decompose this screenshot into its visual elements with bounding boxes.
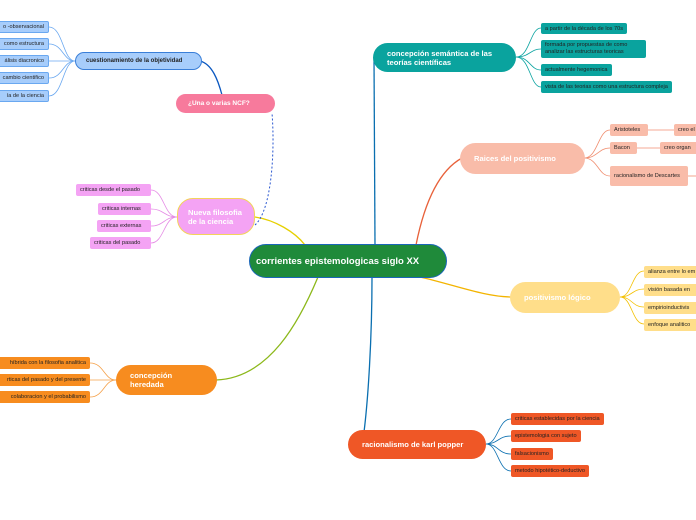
nueva-item[interactable]: criticas internas bbox=[98, 203, 151, 215]
branch-objetividad-label: cuestionamiento de la objetividad bbox=[86, 58, 183, 64]
raices-subitem[interactable]: creo organ bbox=[660, 142, 696, 154]
branch-heredada[interactable]: concepción heredada bbox=[116, 365, 217, 395]
link-root-nueva bbox=[254, 216, 306, 246]
branch-semantica[interactable]: concepción semántica de las teorías cien… bbox=[373, 43, 516, 72]
nueva-item[interactable]: criticas externas bbox=[97, 220, 151, 232]
branch-nueva[interactable]: Nueva filosofia de la ciencia bbox=[177, 198, 255, 235]
raices-item[interactable]: racionalismo de Descartes bbox=[610, 166, 688, 186]
link-root-logico bbox=[419, 276, 513, 298]
popper-item[interactable]: criticas establecidas por la ciencia bbox=[511, 413, 604, 425]
logico-item[interactable]: alianza entre lo em bbox=[644, 266, 696, 278]
branch-raices[interactable]: Raices del positivismo bbox=[460, 143, 585, 174]
nueva-item[interactable]: criticas del pasado bbox=[90, 237, 151, 249]
semantica-item[interactable]: actualmente hegemonica bbox=[541, 64, 612, 76]
link-root-heredada bbox=[215, 276, 319, 381]
raices-item[interactable]: Aristoteles bbox=[610, 124, 648, 136]
root-label: corrientes epistemologicas siglo XX bbox=[256, 255, 420, 267]
branch-objetividad[interactable]: cuestionamiento de la objetividad bbox=[75, 52, 202, 70]
link-root-popper bbox=[363, 276, 373, 433]
logico-item[interactable]: empirioinductivis bbox=[644, 302, 696, 314]
branch-logico[interactable]: positivismo lógico bbox=[510, 282, 620, 313]
raices-subitem[interactable]: creo el bbox=[674, 124, 696, 136]
logico-item[interactable]: enfoque analitico bbox=[644, 319, 696, 331]
link-root-raices bbox=[415, 157, 463, 246]
objetividad-item[interactable]: álisis diacronico bbox=[0, 55, 49, 67]
branch-ncf-label: ¿Una o varias NCF? bbox=[188, 100, 250, 107]
branch-logico-label: positivismo lógico bbox=[524, 293, 591, 302]
branch-ncf[interactable]: ¿Una o varias NCF? bbox=[176, 94, 275, 113]
objetividad-item[interactable]: como estructura bbox=[0, 38, 49, 50]
heredada-item[interactable]: híbrida con la filosofia analitica bbox=[0, 357, 90, 369]
popper-item[interactable]: falsacionismo bbox=[511, 448, 553, 460]
heredada-item[interactable]: rticas del pasado y del presente bbox=[0, 374, 90, 386]
link-ncf-objetividad bbox=[199, 60, 223, 96]
raices-item[interactable]: Bacon bbox=[610, 142, 637, 154]
heredada-item[interactable]: colaboracion y el probabilismo bbox=[0, 391, 90, 403]
root-node[interactable]: corrientes epistemologicas siglo XX bbox=[249, 244, 447, 278]
semantica-item[interactable]: a partir de la década de los 70s bbox=[541, 23, 628, 34]
logico-item[interactable]: visión basada en bbox=[644, 284, 696, 296]
branch-popper-label: racionalismo de karl popper bbox=[362, 440, 464, 449]
branch-popper[interactable]: racionalismo de karl popper bbox=[348, 430, 486, 459]
objetividad-item[interactable]: o -observacional bbox=[0, 21, 49, 33]
objetividad-item[interactable]: cambio cientifico bbox=[0, 72, 49, 84]
branch-semantica-label: concepción semántica de las teorías cien… bbox=[387, 48, 493, 67]
link-root-semantica bbox=[373, 56, 376, 246]
popper-item[interactable]: metodo hipotético-deductivo bbox=[511, 465, 589, 477]
nueva-item[interactable]: criticas desde el pasado bbox=[76, 184, 151, 196]
semantica-item[interactable]: vista de las teorias como una estructura… bbox=[541, 81, 672, 93]
semantica-item[interactable]: formada por propuestas de como analizar … bbox=[541, 40, 646, 58]
link-nueva-ncf bbox=[254, 112, 274, 226]
objetividad-item[interactable]: ía de la ciencia bbox=[0, 90, 49, 102]
popper-item[interactable]: epistemologia con sujeto bbox=[511, 430, 581, 442]
branch-heredada-label: concepción heredada bbox=[130, 371, 173, 389]
branch-raices-label: Raices del positivismo bbox=[474, 154, 556, 163]
branch-nueva-label: Nueva filosofia de la ciencia bbox=[188, 207, 243, 226]
